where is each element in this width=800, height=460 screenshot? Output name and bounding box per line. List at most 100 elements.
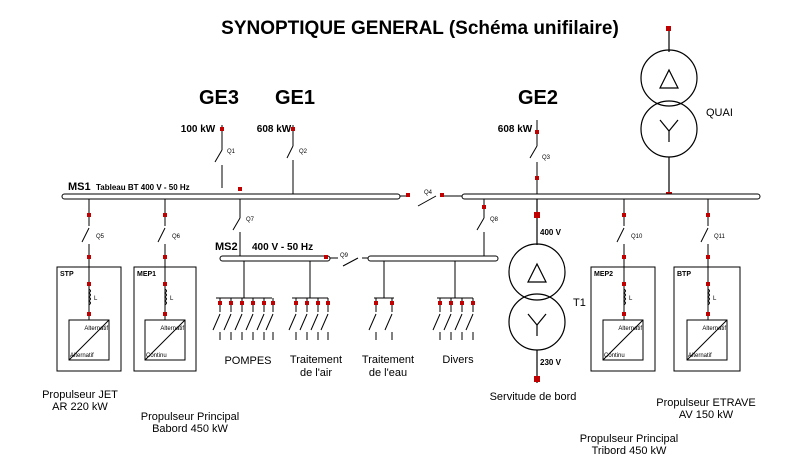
mep1-unit: MEP1 L Alternatif Continu <box>133 266 197 372</box>
q4-label: Q4 <box>424 190 433 196</box>
pompes-feeder-switch <box>212 298 222 340</box>
mep1-feeder-node-lower <box>163 255 167 259</box>
q6-label: Q6 <box>172 234 181 240</box>
pompes-feeder-node <box>240 301 244 305</box>
mep1-name: MEP1 <box>137 271 156 278</box>
air-feeder-switch <box>310 298 320 340</box>
divers-feeder-node <box>449 301 453 305</box>
eau-feeder-switch <box>368 298 378 340</box>
divers-label: Divers <box>442 354 474 366</box>
pompes-feeder-node <box>271 301 275 305</box>
divers-feeder-switch <box>432 298 442 340</box>
pompes-label: POMPES <box>224 355 271 367</box>
mep1-caption-line2: Babord 450 kW <box>152 423 228 435</box>
ge2-label: GE2 <box>518 87 558 109</box>
mep2-node-2 <box>622 312 626 316</box>
btp-node-2 <box>706 312 710 316</box>
mep2-feeder-node-lower <box>622 255 626 259</box>
mep1-node-2 <box>163 312 167 316</box>
q5-label: Q5 <box>96 234 105 240</box>
pompes-feeder-node <box>262 301 266 305</box>
divers-feeder-node <box>438 301 442 305</box>
air-feeder-node <box>316 301 320 305</box>
ge2-node-lower <box>535 176 539 180</box>
ge3-label: GE3 <box>199 87 239 109</box>
mep1-node-1 <box>163 282 167 286</box>
ms1-node-q7 <box>238 187 242 191</box>
mep1-feeder-node <box>163 213 167 217</box>
t1-transformer <box>508 199 566 383</box>
t1-node-bottom <box>534 376 540 382</box>
mep2-unit: MEP2 L Alternatif Continu <box>590 266 656 372</box>
mep1-feeder <box>157 199 167 267</box>
ms1-label: MS1 <box>68 181 91 193</box>
mep2-node-1 <box>622 282 626 286</box>
servitude-label: Servitude de bord <box>490 391 577 403</box>
q9-tie-breaker <box>330 257 368 267</box>
eau-distribution <box>374 261 394 299</box>
ge2-power: 608 kW <box>498 124 533 135</box>
q3-label: Q3 <box>542 155 551 161</box>
divers-feeder-node <box>471 301 475 305</box>
t1-secondary-voltage: 230 V <box>540 358 562 367</box>
quai-transformer <box>640 28 698 192</box>
btp-feeder <box>700 199 710 267</box>
eau-feeder-switch <box>384 298 394 340</box>
stp-caption-line1: Propulseur JET <box>42 389 118 401</box>
btp-conv-top: Alternatif <box>702 326 726 332</box>
stp-node-1 <box>87 282 91 286</box>
eau-feeder-node <box>374 301 378 305</box>
eau-label-line1: Traitement <box>362 354 414 366</box>
pompes-feeder-switch <box>256 298 266 340</box>
ms2-busbar-left <box>219 255 331 262</box>
ms1-busbar-left <box>61 193 401 200</box>
air-label-line2: de l'air <box>300 367 332 379</box>
mep1-conv-bottom: Continu <box>146 353 167 359</box>
air-feeder-node <box>294 301 298 305</box>
mep2-name: MEP2 <box>594 271 613 278</box>
air-feeder-switch <box>299 298 309 340</box>
q4-node-left <box>406 193 410 197</box>
pompes-distribution <box>216 261 272 299</box>
ge3-feeder <box>214 125 223 188</box>
btp-feeder-node <box>706 213 710 217</box>
divers-feeder-switch <box>454 298 464 340</box>
pompes-feeder-switch <box>223 298 233 340</box>
q10-label: Q10 <box>631 234 643 240</box>
ge1-label: GE1 <box>275 87 315 109</box>
mep2-caption-line1: Propulseur Principal <box>580 433 678 445</box>
diagram-title: SYNOPTIQUE GENERAL (Schéma unifilaire) <box>221 18 619 39</box>
stp-unit: STP L Alternatif Alternatif <box>56 266 122 372</box>
divers-distribution <box>437 261 473 299</box>
pompes-feeder-node <box>229 301 233 305</box>
air-feeders <box>288 298 330 340</box>
q2-label: Q2 <box>299 149 308 155</box>
t1-label: T1 <box>573 297 586 309</box>
ge3-power: 100 kW <box>181 124 216 135</box>
mep2-conv-bottom: Continu <box>604 353 625 359</box>
pompes-feeder-node <box>251 301 255 305</box>
quai-node-top <box>666 26 671 31</box>
stp-inductor-label: L <box>94 296 98 302</box>
btp-caption-line1: Propulseur ETRAVE <box>656 397 755 409</box>
q8-label: Q8 <box>490 217 499 223</box>
ge2-node <box>535 130 539 134</box>
pompes-feeder-switch <box>265 298 275 340</box>
q1-label: Q1 <box>227 149 236 155</box>
ms2-label: MS2 <box>215 241 238 253</box>
divers-feeder-switch <box>465 298 475 340</box>
btp-node-1 <box>706 282 710 286</box>
eau-feeders <box>368 298 394 340</box>
mep2-conv-top: Alternatif <box>618 326 642 332</box>
mep1-caption-line1: Propulseur Principal <box>141 411 239 423</box>
ge1-node <box>291 127 295 131</box>
ge1-power: 608 kW <box>257 124 292 135</box>
pompes-feeders <box>212 298 275 340</box>
stp-node-2 <box>87 312 91 316</box>
divers-feeders <box>432 298 475 340</box>
q8-node <box>482 205 486 209</box>
stp-feeder <box>81 199 91 267</box>
air-distribution <box>292 261 328 299</box>
stp-feeder-node-lower <box>87 255 91 259</box>
